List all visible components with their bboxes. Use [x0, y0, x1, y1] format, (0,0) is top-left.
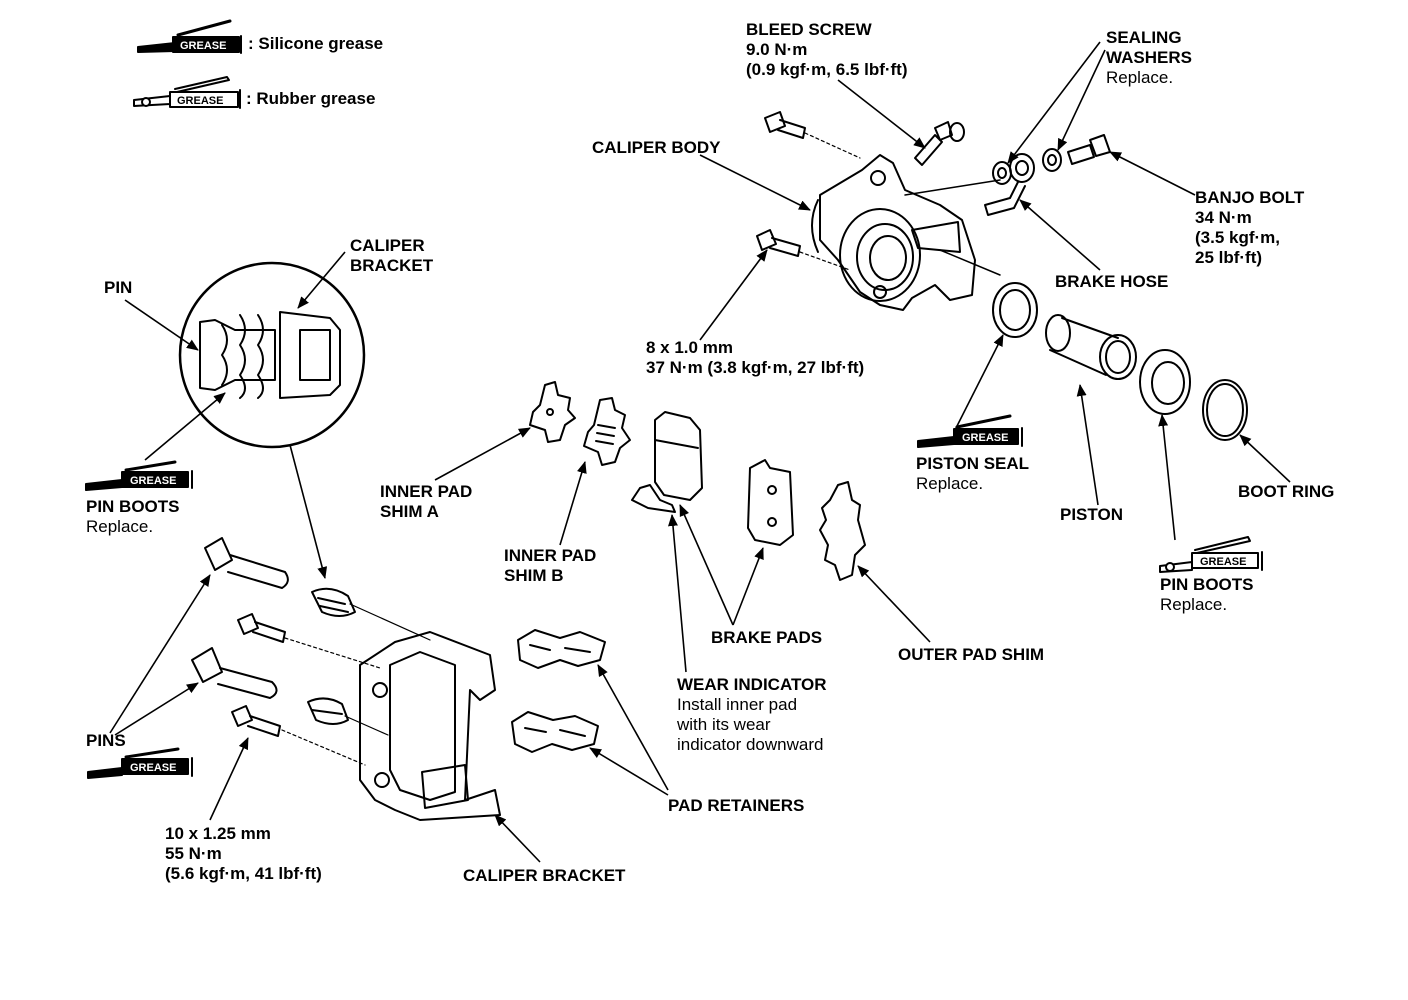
- bracket-bolt-upper-drawing: [237, 613, 381, 669]
- pad-retainer-upper-drawing: [517, 629, 606, 669]
- guide-pin-upper-drawing: [204, 537, 289, 589]
- outer-brake-pad-drawing: [747, 459, 794, 546]
- label-outer-pad-shim: OUTER PAD SHIM: [898, 645, 1045, 664]
- label-caliper-bracket-bottom: CALIPER BRACKET: [463, 866, 626, 885]
- legend-rubber-text: : Rubber grease: [246, 89, 376, 108]
- caliper-body-bolt-upper: [764, 111, 861, 159]
- arrow-8mm-bolt: [699, 249, 768, 341]
- arrow-brake-pads-left: [679, 504, 734, 626]
- pin-detail-circle: [178, 261, 366, 449]
- arrow-wear-indicator: [667, 514, 687, 673]
- label-banjo-bolt: BANJO BOLT 34 N·m (3.5 kgf·m, 25 lbf·ft): [1195, 188, 1305, 267]
- arrow-brake-hose: [1019, 199, 1101, 271]
- arrow-sealing-washer-2: [1057, 49, 1106, 151]
- arrow-caliper-body: [699, 154, 811, 211]
- arrow-pad-retainers-lower: [589, 747, 669, 796]
- piston-seal-grease-tag: GREASE: [962, 432, 1008, 444]
- piston-seal-grease-icon: [917, 414, 1023, 448]
- arrow-pin-boots-right: [1158, 414, 1176, 541]
- label-boot-ring: BOOT RING: [1238, 482, 1335, 501]
- arrow-pin-circle-to-boot: [289, 444, 328, 579]
- pins-grease-icon: [87, 747, 193, 779]
- caliper-body-bolt-lower: [756, 229, 851, 271]
- pin-boots-right-grease-icon: [1159, 536, 1263, 573]
- rubber-grease-tube-icon: [133, 76, 241, 109]
- arrow-caliper-bracket-bottom: [494, 814, 541, 863]
- guide-pin-lower-drawing: [191, 647, 278, 699]
- arrow-pins-lower: [114, 682, 199, 736]
- legend-silicone-tag: GREASE: [180, 40, 226, 52]
- inner-brake-pad-drawing: [631, 411, 703, 513]
- arrow-brake-pads-right: [732, 547, 764, 626]
- arrow-pad-retainers-upper: [597, 664, 669, 791]
- label-wear-indicator: WEAR INDICATOR Install inner pad with it…: [677, 675, 827, 754]
- arrow-pins-upper: [109, 574, 211, 734]
- label-brake-pads: BRAKE PADS: [711, 628, 823, 647]
- pin-boot-drawings: [307, 587, 356, 725]
- pin-boots-left-grease-tag: GREASE: [130, 475, 176, 487]
- pin-boots-left-grease-icon: [85, 460, 193, 491]
- silicone-grease-tube-icon: [137, 19, 242, 54]
- arrow-10mm-bolt: [209, 737, 249, 821]
- label-8mm-bolt: 8 x 1.0 mm 37 N·m (3.8 kgf·m, 27 lbf·ft): [646, 338, 865, 377]
- pins-grease-tag: GREASE: [130, 762, 176, 774]
- brake-hose-fitting-drawing: [984, 153, 1035, 216]
- legend-silicone-text: : Silicone grease: [248, 34, 384, 53]
- piston-boot-drawing: [1139, 349, 1191, 415]
- arrow-banjo-bolt: [1109, 151, 1196, 196]
- caliper-body-drawing: [811, 154, 1001, 311]
- arrow-piston: [1076, 384, 1099, 506]
- arrow-caliper-bracket-top: [297, 251, 346, 309]
- label-pin: PIN: [104, 278, 133, 297]
- arrow-inner-pad-shim-a: [434, 427, 531, 481]
- label-pad-retainers: PAD RETAINERS: [668, 796, 805, 815]
- label-10mm-bolt: 10 x 1.25 mm 55 N·m (5.6 kgf·m, 41 lbf·f…: [165, 824, 322, 883]
- pin-boots-right-grease-tag: GREASE: [1200, 556, 1246, 568]
- boot-ring-drawing: [1202, 379, 1248, 441]
- arrow-outer-pad-shim: [857, 565, 931, 643]
- label-pins: PINS: [86, 731, 126, 750]
- pad-retainer-lower-drawing: [511, 711, 599, 753]
- banjo-bolt-drawing: [1067, 134, 1111, 165]
- label-piston-seal: PISTON SEAL Replace.: [916, 454, 1030, 493]
- arrow-piston-seal: [954, 334, 1004, 431]
- arrow-boot-ring: [1239, 434, 1291, 483]
- label-piston: PISTON: [1060, 505, 1123, 524]
- arrow-bleed-screw: [837, 79, 926, 149]
- bleed-screw-drawing: [914, 121, 965, 166]
- label-inner-pad-shim-a: INNER PAD SHIM A: [380, 482, 473, 521]
- caliper-bracket-drawing: [344, 603, 501, 821]
- label-sealing-washers: SEALING WASHERS Replace.: [1106, 28, 1192, 87]
- legend-rubber-tag: GREASE: [177, 95, 223, 107]
- label-caliper-bracket-top: CALIPER BRACKET: [350, 236, 434, 275]
- arrow-sealing-washer-1: [1007, 41, 1101, 164]
- arrow-pin-boots-left: [144, 392, 226, 461]
- piston-drawing: [1045, 314, 1137, 380]
- outer-pad-shim-drawing: [819, 481, 866, 581]
- piston-seal-drawing: [992, 282, 1038, 338]
- bracket-bolt-lower-drawing: [231, 705, 366, 766]
- inner-pad-shim-b-drawing: [583, 397, 631, 466]
- label-pin-boots-left: PIN BOOTS Replace.: [86, 497, 180, 536]
- arrow-pin: [124, 299, 199, 351]
- label-brake-hose: BRAKE HOSE: [1055, 272, 1169, 291]
- label-pin-boots-right: PIN BOOTS Replace.: [1160, 575, 1254, 614]
- inner-pad-shim-a-drawing: [529, 381, 576, 443]
- label-bleed-screw: BLEED SCREW 9.0 N·m (0.9 kgf·m, 6.5 lbf·…: [746, 20, 908, 79]
- label-inner-pad-shim-b: INNER PAD SHIM B: [504, 546, 597, 585]
- arrow-inner-pad-shim-b: [559, 461, 587, 546]
- label-caliper-body: CALIPER BODY: [592, 138, 721, 157]
